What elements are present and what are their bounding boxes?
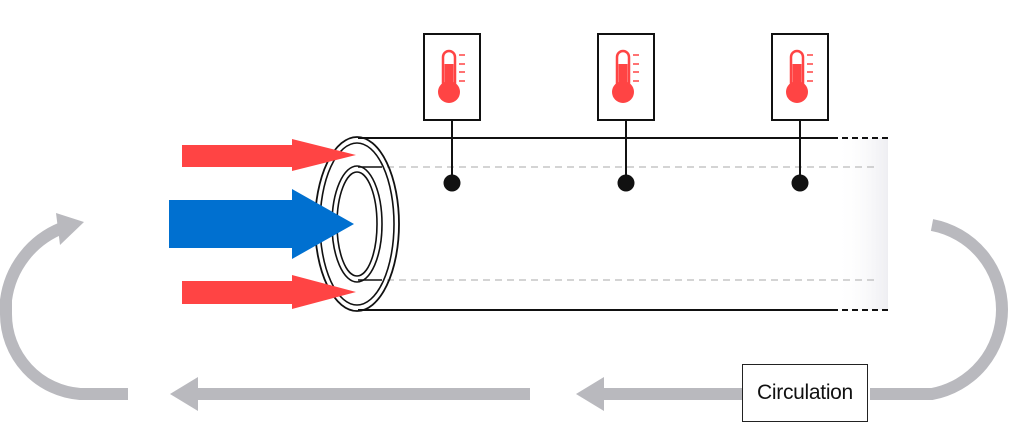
circulation-curve-left	[0, 222, 128, 400]
sensor-point	[443, 174, 461, 192]
circulation-arrowhead-right	[576, 377, 604, 411]
thermometer-icon	[612, 49, 639, 103]
pipe-fade-end	[836, 138, 888, 310]
temperature-sensor-2	[597, 33, 655, 192]
temperature-sensor-1	[423, 33, 481, 192]
cold-flow-center-arrow	[169, 189, 354, 259]
circulation-return-curve-right	[870, 219, 1008, 400]
circulation-label: Circulation	[742, 364, 868, 422]
sensor-point	[791, 174, 809, 192]
circulation-arrowhead-middle	[170, 377, 198, 411]
circulation-loop	[0, 219, 1008, 400]
temperature-sensor-3	[771, 33, 829, 192]
circulation-arrowhead-left	[56, 213, 84, 245]
thermometer-icon	[438, 49, 465, 103]
hot-flow-bottom-arrow	[182, 275, 356, 309]
thermometer-icon	[786, 49, 813, 103]
hot-flow-top-arrow	[182, 139, 356, 171]
sensor-point	[617, 174, 635, 192]
